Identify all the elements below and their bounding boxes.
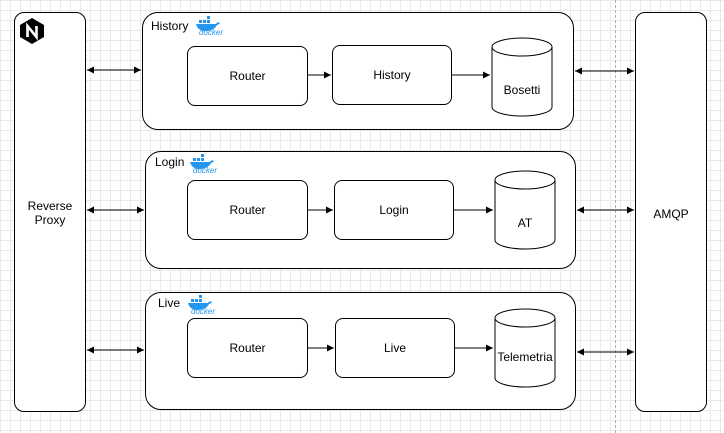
nginx-logo-icon — [20, 18, 44, 44]
live-handler-node[interactable]: Live — [335, 318, 455, 378]
docker-badge-text: docker — [193, 166, 218, 175]
telemetria-database[interactable]: Telemetria — [494, 308, 556, 388]
history-handler-node[interactable]: History — [332, 45, 452, 105]
history-router-node[interactable]: Router — [187, 46, 308, 106]
docker-badge-text: docker — [199, 28, 224, 37]
at-database[interactable]: AT — [494, 170, 556, 250]
history-group-title: History — [151, 19, 189, 33]
amqp-box[interactable]: AMQP — [635, 12, 707, 412]
docker-icon: docker — [188, 152, 218, 175]
live-router-node[interactable]: Router — [187, 318, 308, 378]
reverse-proxy-label: Reverse Proxy — [27, 199, 73, 227]
docker-icon: docker — [186, 293, 216, 316]
login-router-node[interactable]: Router — [187, 180, 308, 240]
bosetti-database[interactable]: Bosetti — [491, 37, 553, 117]
docker-icon: docker — [194, 14, 224, 37]
login-group-title: Login — [155, 155, 185, 169]
telemetria-database-label: Telemetria — [497, 350, 553, 364]
vertical-guide-line — [615, 0, 616, 433]
live-group-title: Live — [158, 296, 181, 310]
docker-badge-text: docker — [191, 307, 216, 316]
bosetti-database-label: Bosetti — [503, 83, 541, 97]
at-database-label: AT — [517, 216, 533, 230]
reverse-proxy-box[interactable]: Reverse Proxy — [14, 12, 86, 412]
login-handler-node[interactable]: Login — [334, 180, 454, 240]
amqp-label: AMQP — [653, 207, 689, 221]
